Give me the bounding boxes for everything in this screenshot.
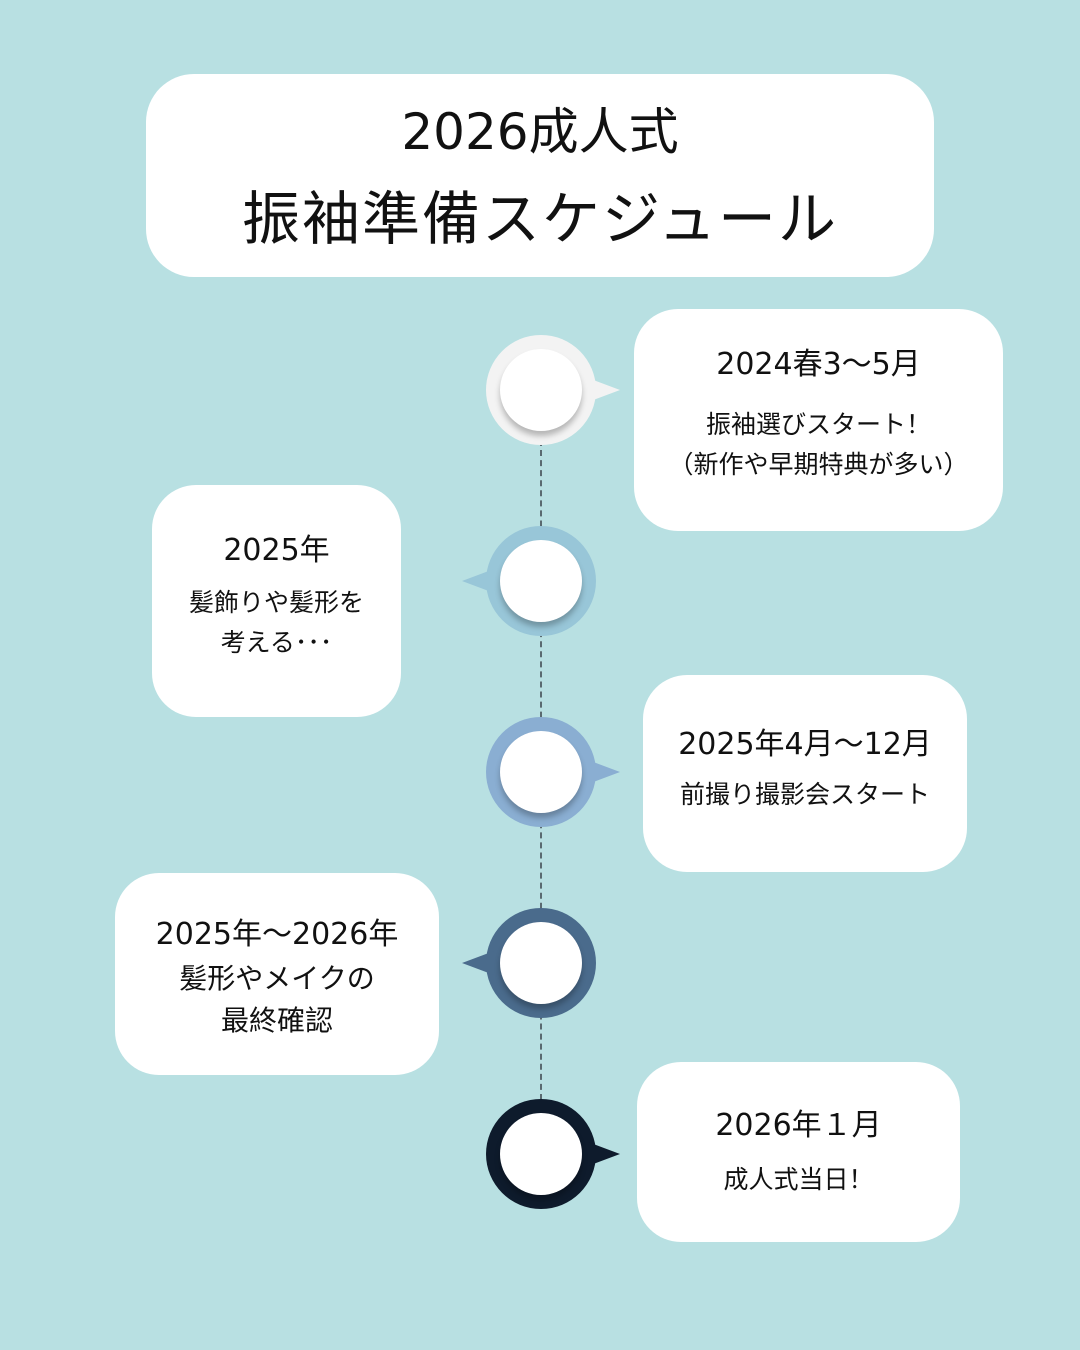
node-circle [500,349,582,431]
step-heading: 2025年4月〜12月 [678,727,932,762]
step-body: （新作や早期特典が多い） [668,450,969,479]
node-circle [500,922,582,1004]
timeline-node-5 [486,1099,620,1209]
node-circle [500,540,582,622]
timeline-node-4 [462,908,596,1018]
step-card-2: 2025年 髪飾りや髪形を 考える･･･ [152,485,401,717]
step-heading: 2025年〜2026年 [155,917,399,952]
step-heading: 2026年１月 [715,1108,882,1143]
step-heading: 2025年 [223,533,330,568]
pointer-right-icon [588,1142,620,1166]
timeline-node-2 [462,526,596,636]
step-heading: 2024春3〜5月 [716,347,921,382]
step-card-4: 2025年〜2026年 髪形やメイクの 最終確認 [115,873,439,1075]
step-body: 前撮り撮影会スタート [679,780,930,809]
step-body: 髪形やメイクの [179,962,375,995]
timeline-node-1 [486,335,620,445]
step-card-3: 2025年4月〜12月 前撮り撮影会スタート [643,675,967,872]
page-title: 振袖準備スケジュール [242,185,838,253]
pointer-right-icon [588,760,620,784]
step-body: 考える･･･ [220,628,333,657]
pointer-left-icon [462,951,494,975]
title-card: 2026成人式 振袖準備スケジュール [146,74,934,277]
node-circle [500,731,582,813]
step-body: 成人式当日！ [723,1165,874,1194]
step-card-5: 2026年１月 成人式当日！ [637,1062,960,1242]
title-year: 2026成人式 [401,103,679,161]
pointer-left-icon [462,569,494,593]
step-body: 振袖選びスタート！ [705,410,931,439]
step-body: 髪飾りや髪形を [188,588,364,617]
step-body: 最終確認 [220,1004,333,1037]
timeline-node-3 [486,717,620,827]
node-circle [500,1113,582,1195]
pointer-right-icon [588,378,620,402]
step-card-1: 2024春3〜5月 振袖選びスタート！ （新作や早期特典が多い） [634,309,1003,531]
